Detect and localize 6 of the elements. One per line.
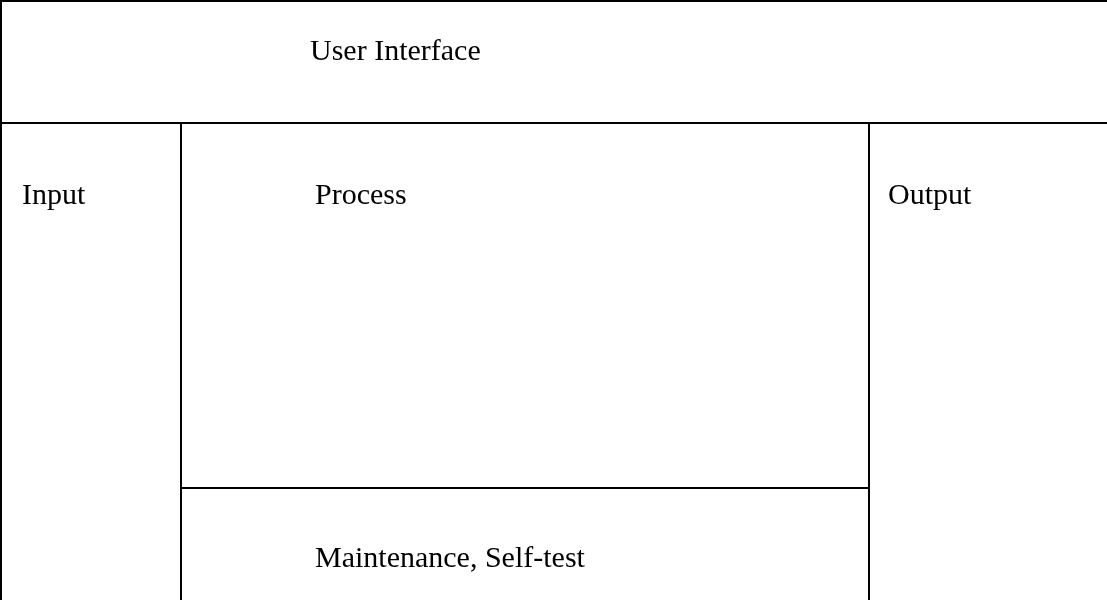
block-label: Maintenance, Self-test <box>315 539 585 575</box>
block-label: Process <box>315 176 407 212</box>
block-box <box>0 0 1107 124</box>
block-label: User Interface <box>310 32 481 68</box>
block-label: Output <box>888 176 972 212</box>
block-label: Input <box>22 176 86 212</box>
